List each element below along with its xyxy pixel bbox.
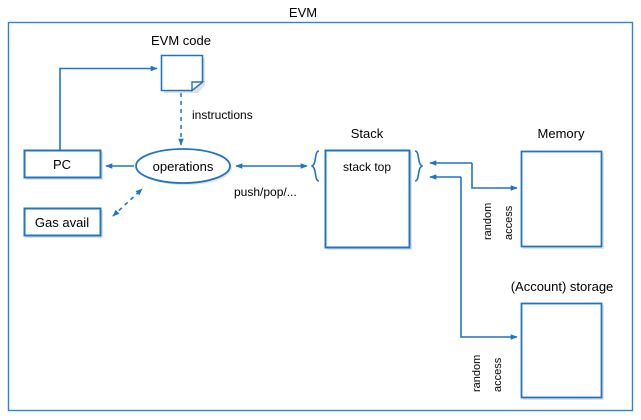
edge-stack-to-memory <box>471 163 518 191</box>
memory-label: Memory <box>538 126 585 141</box>
memory-access-label: access <box>503 205 515 240</box>
gas-avail-label: Gas avail <box>35 215 89 230</box>
diagram-title: EVM <box>289 5 317 20</box>
memory-box <box>520 150 603 248</box>
memory-random-label: random <box>482 203 494 240</box>
pc-box <box>23 149 102 179</box>
storage-access-label: access <box>492 357 504 392</box>
evm-code-fold-icon <box>191 81 205 92</box>
storage-label: (Account) storage <box>511 279 614 294</box>
push-pop-label: push/pop/... <box>234 185 297 199</box>
stack-left-brace-icon <box>311 150 320 182</box>
pc-label: PC <box>53 157 71 172</box>
stack-top-label: stack top <box>343 160 391 174</box>
instructions-label: instructions <box>192 108 253 122</box>
evm-outer-frame <box>7 21 634 412</box>
evm-code-label: EVM code <box>151 33 211 48</box>
edge-operations-to-gas-avail <box>112 188 143 217</box>
operations-label: operations <box>153 159 214 174</box>
stack-right-brace-icon <box>414 150 423 182</box>
storage-random-label: random <box>471 355 483 392</box>
stack-label: Stack <box>351 126 384 141</box>
operations-ellipse <box>135 148 231 184</box>
edge-stack-to-storage <box>460 177 518 340</box>
storage-box <box>520 302 603 399</box>
edge-pc-to-evm-code <box>59 65 158 150</box>
gas-avail-box <box>23 207 102 237</box>
stack-box <box>324 149 411 249</box>
